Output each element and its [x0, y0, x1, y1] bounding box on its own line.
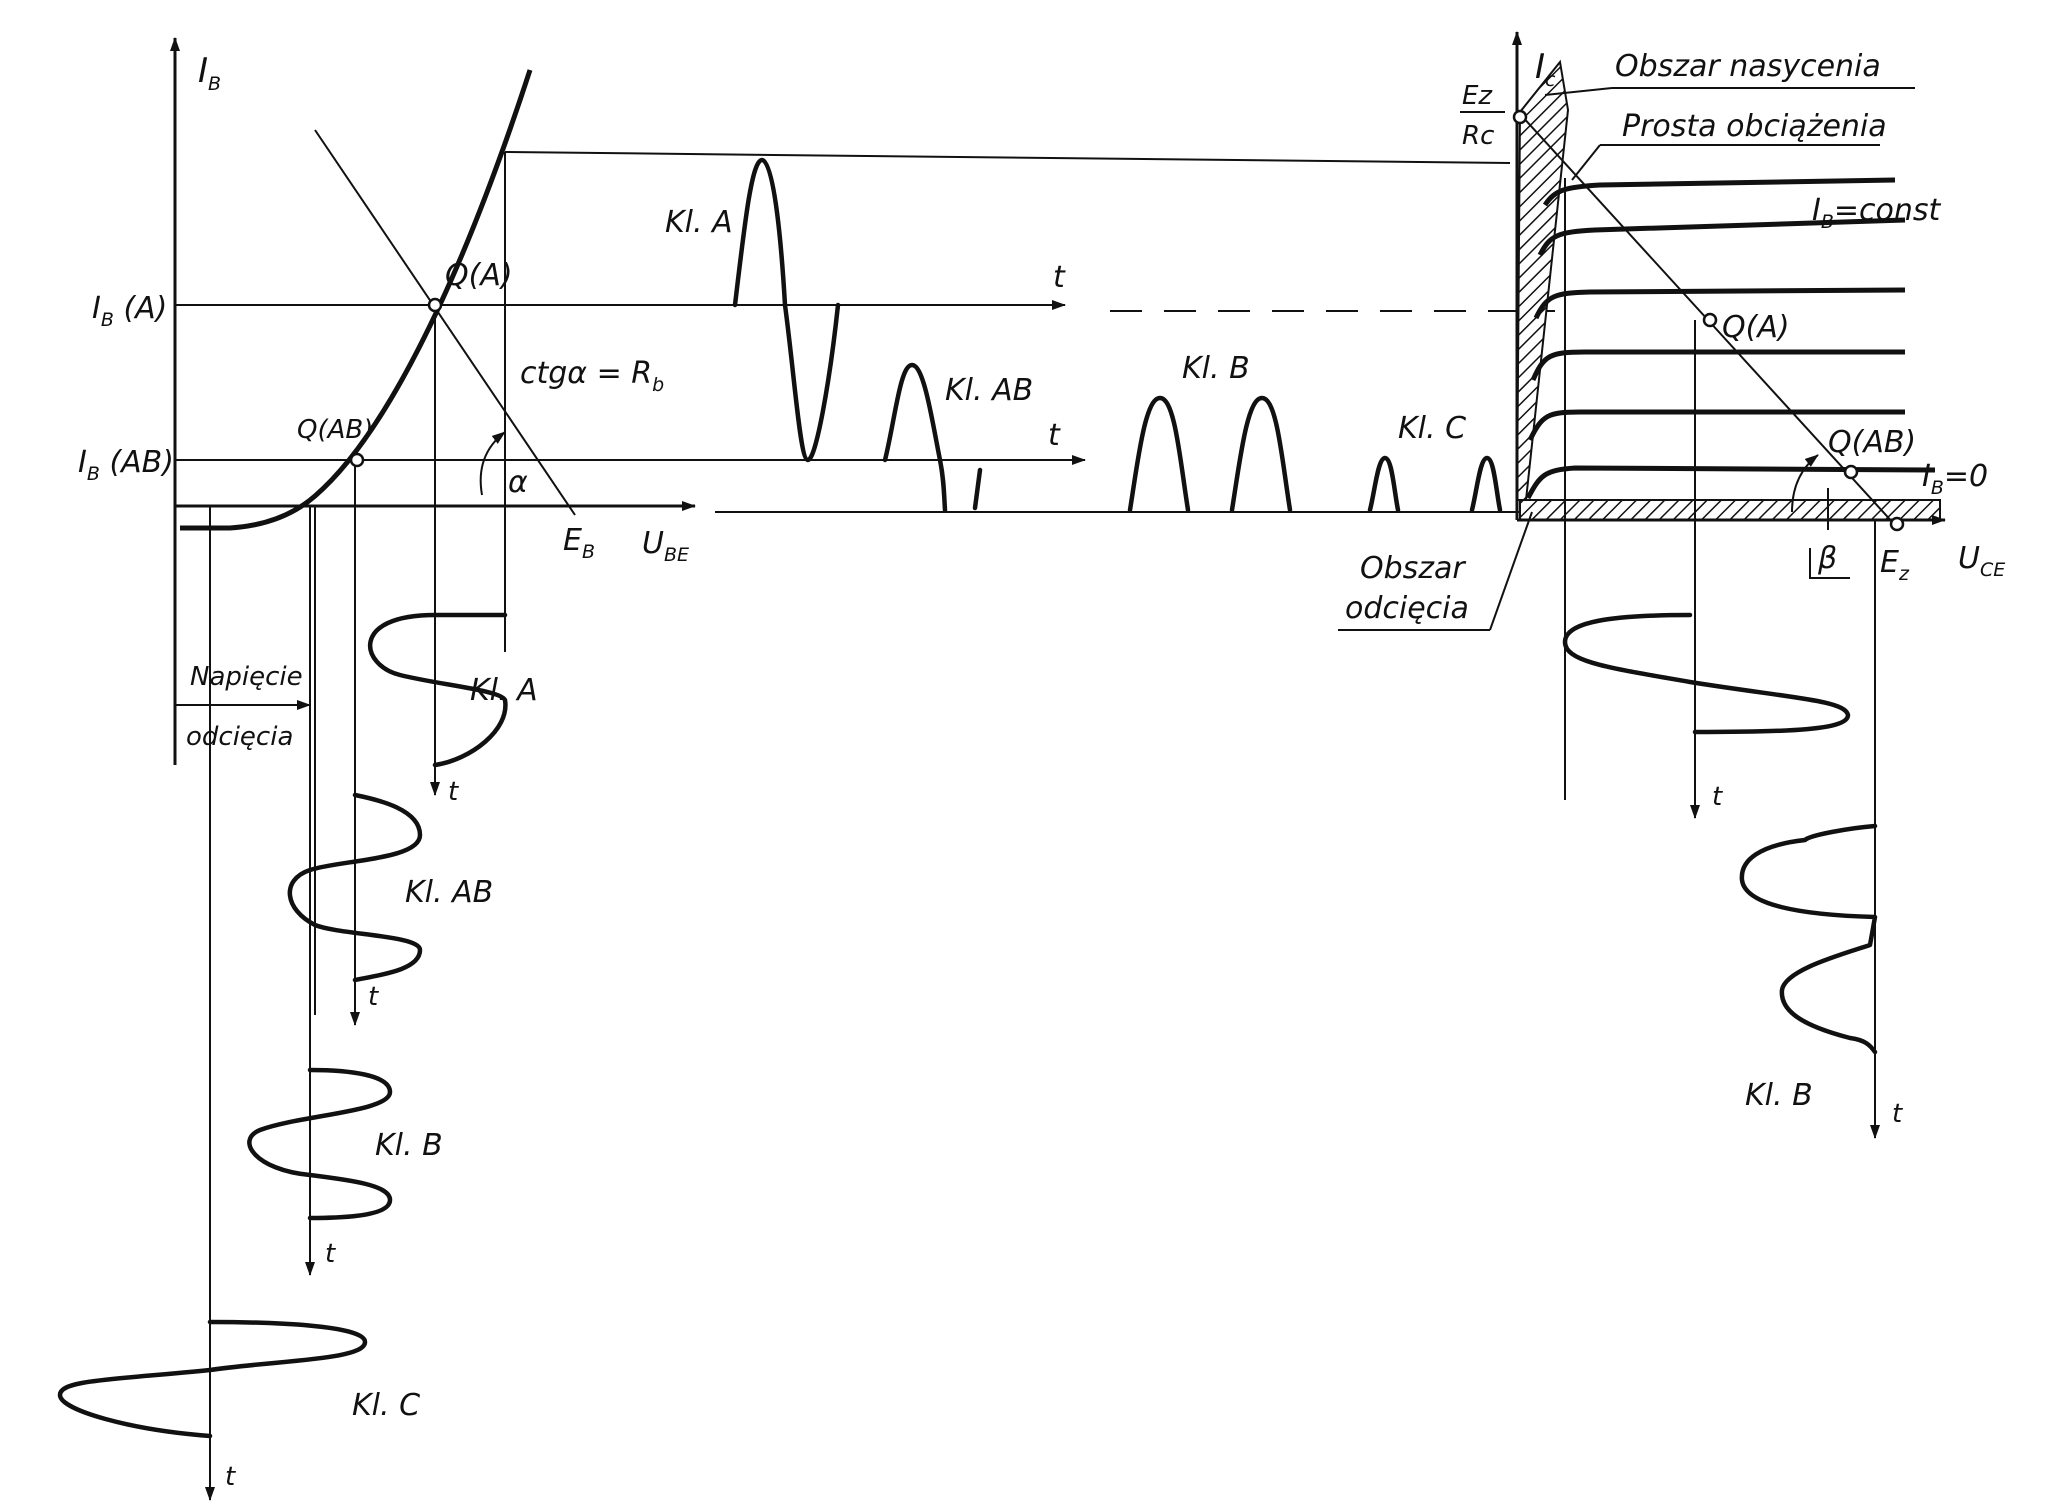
eb-label: EB: [563, 523, 595, 563]
alpha-label: α: [508, 465, 528, 500]
input-class-b-label: Kl. B: [375, 1128, 443, 1163]
ez-rc-point: [1512, 109, 1528, 125]
time-label-in-ab: t: [368, 982, 379, 1012]
out-q-ab-point: [1843, 464, 1859, 480]
beta-bracket: [1809, 548, 1850, 579]
ube-axis-label: UBE: [642, 526, 689, 566]
cutoff-region-leader: [1489, 511, 1533, 631]
ic-curve-3: [1530, 349, 1905, 382]
cutoff-region-label-2: odcięcia: [1345, 591, 1469, 626]
input-characteristic: IB UBE EB IB (A) IB (AB) Q(A) Q(AB) ctgα…: [57, 37, 1555, 1501]
top-wave-class-c-1: [1367, 455, 1401, 513]
ic-curve-5: [1537, 217, 1906, 257]
ic-curve-2: [1527, 409, 1905, 442]
input-wave-class-b: [247, 1067, 393, 1221]
top-wave-class-ab: [882, 362, 948, 513]
top-wave-class-ab-trough: [972, 467, 983, 511]
top-wave-class-a: [732, 157, 841, 463]
input-wave-class-c: [57, 1319, 368, 1439]
input-characteristic-curve: [180, 69, 533, 531]
cutoff-voltage-label-2: odcięcia: [186, 722, 293, 752]
time-label-in-b: t: [325, 1239, 336, 1269]
cutoff-region-label-1: Obszar: [1360, 551, 1466, 586]
top-class-ab-label: Kl. AB: [945, 373, 1033, 408]
saturation-region: [1515, 59, 1570, 501]
ib-a-label: IB (A): [92, 291, 167, 331]
input-class-ab-label: Kl. AB: [405, 875, 493, 910]
output-wave-class-a: [1562, 612, 1851, 735]
q-a-label: Q(A): [445, 258, 513, 293]
saturation-region-label: Obszar nasycenia: [1615, 49, 1881, 84]
q-ab-point: [349, 452, 365, 468]
ez-numerator: Ez: [1462, 81, 1493, 111]
peak-projection-line: [504, 151, 1511, 164]
top-class-c-label: Kl. C: [1398, 411, 1466, 446]
q-a-point: [427, 297, 443, 313]
cutoff-voltage-label-1: Napięcie: [190, 662, 303, 692]
ic-curve-1: [1525, 465, 1936, 500]
top-wave-class-b-1: [1127, 395, 1191, 513]
time-label-in-a: t: [448, 777, 459, 807]
output-wave-class-b: [1739, 823, 1878, 1055]
time-label-top-a: t: [1053, 260, 1066, 295]
ez-denominator: Rc: [1462, 121, 1494, 151]
ib-const-label: IB=const: [1812, 193, 1942, 233]
time-label-in-c: t: [225, 1462, 236, 1492]
input-class-a-label: Kl. A: [470, 673, 538, 708]
ctg-alpha-label: ctgα = Rb: [520, 356, 664, 396]
ez-label: Ez: [1880, 545, 1910, 585]
time-label-out-a: t: [1712, 782, 1723, 812]
top-wave-class-c-2: [1469, 455, 1503, 513]
input-wave-class-a: [367, 612, 508, 768]
ez-point: [1889, 516, 1905, 532]
input-wave-class-ab: [287, 792, 423, 983]
q-ab-label: Q(AB): [297, 415, 373, 445]
cutoff-region: [1519, 499, 1941, 521]
top-class-b-label: Kl. B: [1182, 351, 1250, 386]
ic-curve-4: [1533, 287, 1906, 320]
class-waveforms: t t Kl. A Kl. AB Kl. B Kl. C: [665, 157, 1503, 513]
beta-label: β: [1817, 541, 1837, 576]
time-label-top-ab: t: [1048, 418, 1061, 453]
ib-zero-label: IB=0: [1922, 459, 1988, 499]
ib-ab-label: IB (AB): [78, 445, 174, 485]
load-line-leader: [1571, 144, 1601, 181]
input-class-c-label: Kl. C: [352, 1388, 420, 1423]
output-characteristic: Ic UCE Ez Ez Rc Obszar nasycenia Prosta …: [1338, 31, 2005, 1139]
input-load-line: [314, 129, 576, 516]
ib-axis-label: IB: [198, 51, 221, 95]
uce-axis-label: UCE: [1958, 541, 2005, 581]
top-class-a-label: Kl. A: [665, 205, 733, 240]
ic-curve-6: [1542, 177, 1896, 207]
time-label-out-b: t: [1892, 1099, 1903, 1129]
beta-angle-arc: [1791, 454, 1819, 513]
load-line-label: Prosta obciążenia: [1622, 109, 1887, 144]
alpha-angle-arc: [479, 431, 506, 496]
out-q-a-point: [1702, 312, 1718, 328]
ic-axis-label: Ic: [1535, 47, 1556, 91]
output-class-b-label: Kl. B: [1745, 1078, 1813, 1113]
out-q-a-label: Q(A): [1722, 310, 1790, 345]
top-wave-class-b-2: [1229, 395, 1293, 513]
saturation-leader: [1544, 87, 1613, 96]
out-q-ab-label: Q(AB): [1828, 425, 1916, 460]
